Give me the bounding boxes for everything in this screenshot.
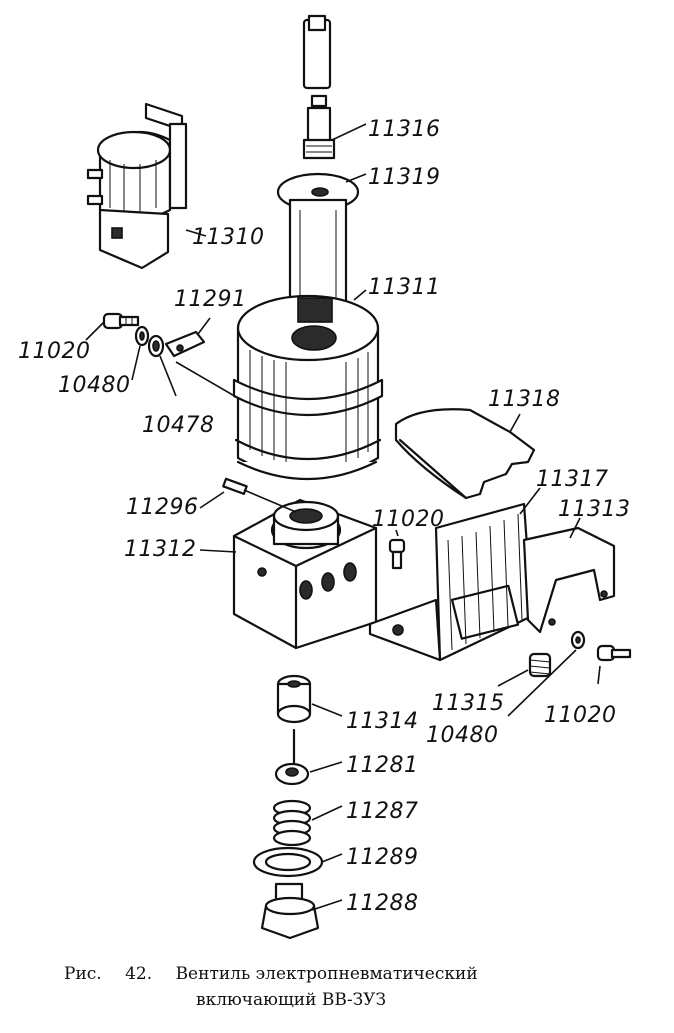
figure-prefix: Рис. — [64, 964, 102, 984]
figure-caption-line2: включающий ВВ-ЗУЗ — [196, 990, 674, 1010]
label-11311: 11311 — [368, 275, 441, 300]
part-11291-terminal — [164, 330, 206, 358]
part-11317-bracket — [368, 502, 534, 662]
label-11316: 11316 — [368, 117, 441, 142]
label-11020-left: 11020 — [18, 339, 91, 364]
label-11315: 11315 — [432, 691, 505, 716]
label-11314: 11314 — [346, 709, 419, 734]
part-11020-screw-middle — [388, 538, 406, 570]
label-11288: 11288 — [346, 891, 419, 916]
label-11287: 11287 — [346, 799, 419, 824]
part-labels: 11316 11319 11310 11311 11291 11020 1048… — [18, 117, 631, 916]
part-11312-block — [232, 498, 378, 650]
part-11289-gasket-ring — [252, 846, 324, 878]
figure-title-line2: включающий ВВ-ЗУЗ — [196, 990, 387, 1010]
figure-number: 42. — [125, 964, 153, 984]
label-11020-middle: 11020 — [372, 507, 445, 532]
label-11020-right: 11020 — [544, 703, 617, 728]
part-11287-spring — [272, 799, 312, 847]
part-10478-washer-left — [147, 334, 165, 358]
part-11314-valve-seat — [276, 674, 312, 724]
label-11317: 11317 — [536, 467, 609, 492]
label-10480-right: 10480 — [426, 723, 499, 748]
part-11311-coil-housing — [232, 294, 384, 480]
figure-caption-line1: Рис. 42. Вентиль электропневматический — [64, 964, 674, 984]
label-11310: 11310 — [192, 225, 265, 250]
part-11296-pin — [222, 477, 248, 495]
label-11318: 11318 — [488, 387, 561, 412]
part-11281-valve — [274, 728, 310, 786]
part-11315-spring — [528, 652, 552, 678]
figure-title-line1: Вентиль электропневматический — [175, 964, 478, 984]
part-11316-pin — [302, 14, 336, 160]
leader-lines — [85, 123, 601, 911]
part-11020-screw-right — [596, 644, 632, 662]
part-10480-washer-right — [570, 630, 586, 650]
label-11312: 11312 — [124, 537, 197, 562]
label-11289: 11289 — [346, 845, 419, 870]
part-11313-bracket — [522, 526, 616, 634]
label-11296: 11296 — [126, 495, 199, 520]
label-11281: 11281 — [346, 753, 419, 778]
part-11310-coil — [86, 102, 188, 270]
part-11020-screw-left — [102, 312, 140, 330]
label-11313: 11313 — [558, 497, 631, 522]
part-11318-gasket — [394, 408, 536, 500]
label-10480-left: 10480 — [58, 373, 131, 398]
part-11319-cap — [276, 172, 360, 308]
part-11288-plug — [260, 882, 320, 940]
label-10478: 10478 — [142, 413, 215, 438]
label-11291: 11291 — [174, 287, 247, 312]
label-11319: 11319 — [368, 165, 441, 190]
part-10480-washer-left — [134, 325, 150, 347]
